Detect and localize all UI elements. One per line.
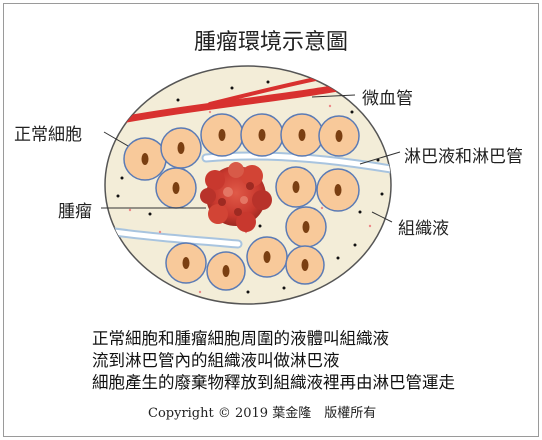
caption-line: 細胞產生的廢棄物釋放到組織液裡再由淋巴管運走 [92,373,455,392]
caption: 正常細胞和腫瘤細胞周圍的液體叫組織液 流到淋巴管內的組織液叫做淋巴液 細胞產生的… [92,328,455,394]
label-tissue-fluid: 組織液 [398,219,449,239]
label-normal-cell: 正常細胞 [14,125,82,145]
label-leader-lines [101,94,401,223]
diagram-title: 腫瘤環境示意圖 [193,30,348,55]
caption-line: 正常細胞和腫瘤細胞周圍的液體叫組織液 [92,329,389,348]
lymph-vessel-upper [201,151,391,177]
caption-line: 流到淋巴管內的組織液叫做淋巴液 [92,351,340,370]
cell-nuclei [141,129,343,277]
label-lymph: 淋巴液和淋巴管 [404,147,523,167]
copyright-notice: Copyright © 2019 葉金隆 版權所有 [148,406,377,421]
tissue-fluid-particles [116,80,384,294]
label-capillary: 微血管 [362,89,413,109]
tumor-mass [200,162,272,232]
label-tumor: 腫瘤 [58,202,92,222]
